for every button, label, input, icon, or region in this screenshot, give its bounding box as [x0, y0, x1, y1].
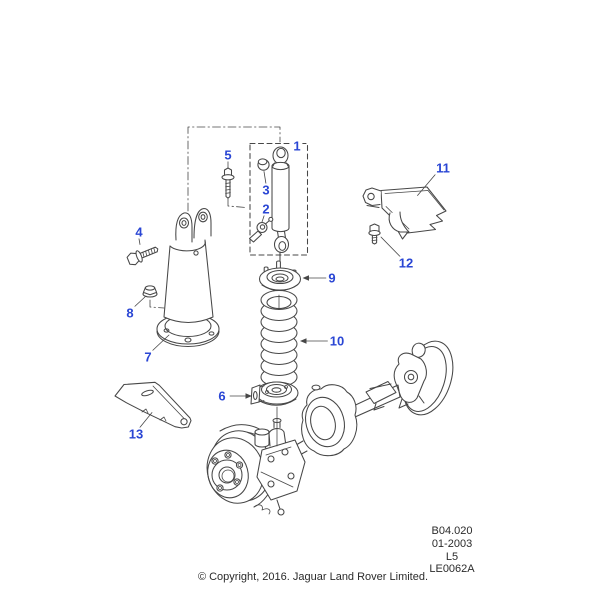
plate-drawing-code: LE0062A: [429, 563, 475, 576]
callout-11: 11: [434, 160, 452, 176]
flange-nut: [142, 285, 158, 298]
rear-axle-assembly: [206, 340, 454, 516]
left-brake-disc: [206, 430, 272, 504]
spring-perch-bracket: [256, 439, 306, 516]
shock-absorber: [271, 146, 290, 254]
lower-spring-seat: [250, 381, 299, 406]
callout-7: 7: [142, 349, 154, 365]
callout-8: 8: [124, 305, 136, 321]
plate-model-code: L5: [445, 550, 459, 563]
copyright-notice: © Copyright, 2016. Jaguar Land Rover Lim…: [197, 571, 429, 583]
wheel-studs: [211, 451, 244, 492]
leader-lines: [131, 160, 438, 429]
differential-housing: [301, 384, 358, 457]
upper-bush: [257, 158, 270, 171]
shock-absorber-group-box: [249, 142, 309, 256]
bracket-bolt: [126, 246, 159, 266]
callout-4: 4: [133, 224, 145, 240]
callout-10: 10: [327, 333, 347, 349]
drawing-reference-block: B04.020 01-2003 L5 LE0062A: [408, 525, 496, 576]
coil-spring: [260, 289, 298, 388]
callout-1: 1: [291, 138, 303, 154]
right-knuckle: [393, 342, 427, 409]
mounting-bolt: [368, 223, 381, 245]
support-bracket: [114, 381, 192, 429]
construction-lines: [149, 126, 281, 309]
callout-9: 9: [326, 270, 338, 286]
bump-stop: [254, 428, 270, 448]
mounting-bracket: [362, 186, 447, 240]
callout-6: 6: [216, 388, 228, 404]
callout-13: 13: [126, 426, 146, 442]
lower-fixing: [248, 216, 274, 243]
callout-12: 12: [396, 255, 416, 271]
callout-2: 2: [260, 201, 272, 217]
spring-tower: [156, 207, 220, 347]
upper-bolt: [221, 167, 235, 199]
caliper-bracket: [268, 417, 287, 447]
plate-section-code: B04.020: [431, 525, 473, 537]
upper-spring-seat: [258, 251, 302, 292]
plate-date-code: 01-2003: [431, 537, 473, 550]
callout-3: 3: [260, 182, 272, 198]
callout-5: 5: [222, 147, 234, 163]
